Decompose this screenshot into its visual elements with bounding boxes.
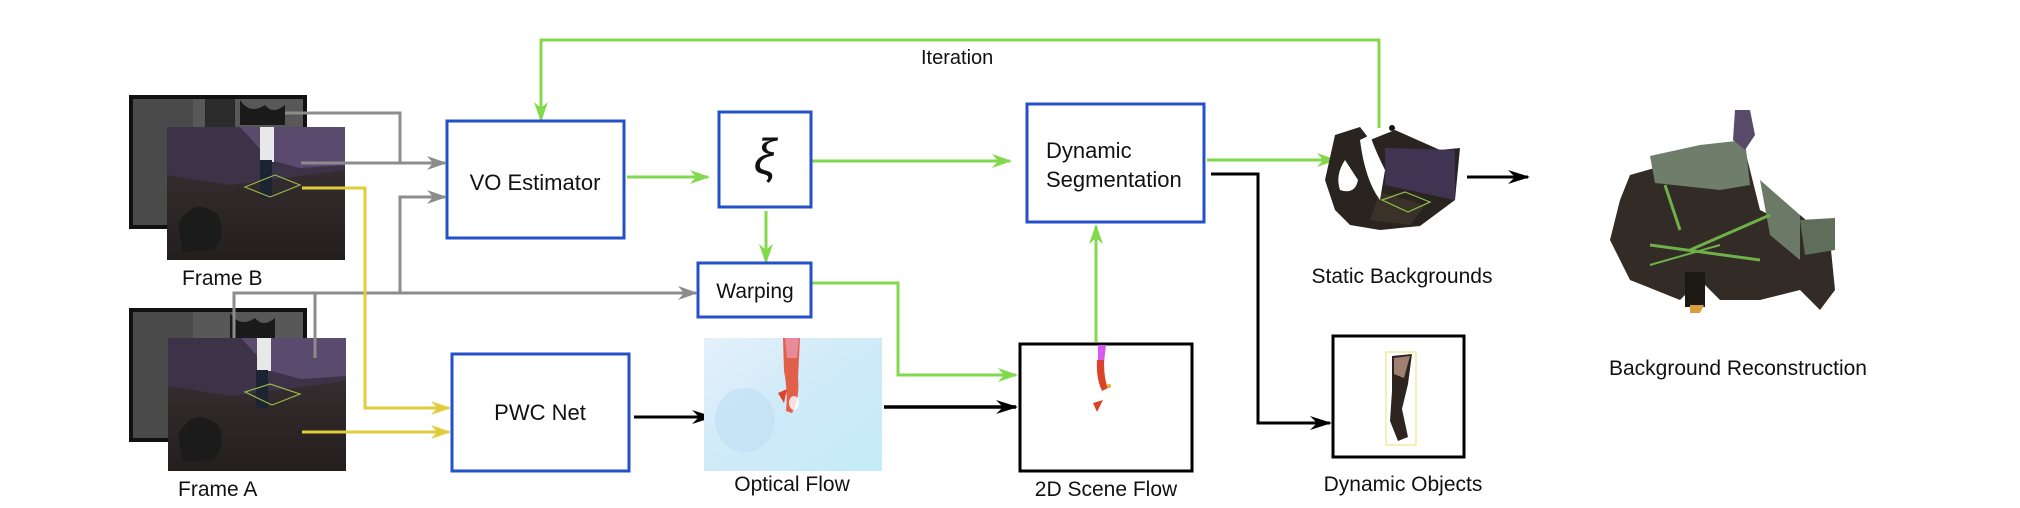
frame-a-stack xyxy=(129,308,346,471)
static-backgrounds-pointcloud xyxy=(1325,125,1460,230)
connector-frameb-to-pwc xyxy=(302,186,451,415)
iteration-label: Iteration xyxy=(921,47,993,69)
iteration-loop-connector xyxy=(534,38,1381,128)
connector-framea-to-warping xyxy=(232,286,698,338)
dynamic-segmentation-label-line2: Segmentation xyxy=(1046,167,1182,192)
vo-estimator-block: VO Estimator xyxy=(445,119,626,240)
frame-b-label: Frame B xyxy=(182,267,263,290)
warping-label: Warping xyxy=(716,280,793,303)
static-backgrounds-label: Static Backgrounds xyxy=(1312,265,1493,288)
dynamic-objects-label: Dynamic Objects xyxy=(1324,473,1483,496)
dynamic-objects-box xyxy=(1331,334,1466,459)
optical-flow-image xyxy=(704,338,882,471)
background-reconstruction-label: Background Reconstruction xyxy=(1609,357,1867,380)
scene-flow-box xyxy=(1018,342,1194,473)
optical-flow-label: Optical Flow xyxy=(734,473,850,496)
scene-flow-label: 2D Scene Flow xyxy=(1035,478,1178,501)
connector-framea-to-vo xyxy=(398,190,447,293)
dynamic-segmentation-label-line1: Dynamic xyxy=(1046,138,1132,163)
dynamic-segmentation-block: Dynamic Segmentation xyxy=(1025,102,1206,224)
connector-warping-to-sceneflow xyxy=(812,281,1018,382)
xi-symbol: ξ xyxy=(754,129,779,185)
xi-block: ξ xyxy=(717,110,813,209)
pwc-net-label: PWC Net xyxy=(494,400,586,425)
connector-frameb-depth-to-vo xyxy=(285,111,447,170)
vo-estimator-label: VO Estimator xyxy=(470,170,601,195)
frame-b-stack xyxy=(129,95,345,260)
warping-block: Warping xyxy=(696,261,813,319)
frame-a-label: Frame A xyxy=(178,478,257,501)
connector-segmentation-to-dynamic xyxy=(1211,172,1332,430)
pwc-net-block: PWC Net xyxy=(450,352,631,473)
background-reconstruction-pointcloud xyxy=(1610,110,1835,313)
